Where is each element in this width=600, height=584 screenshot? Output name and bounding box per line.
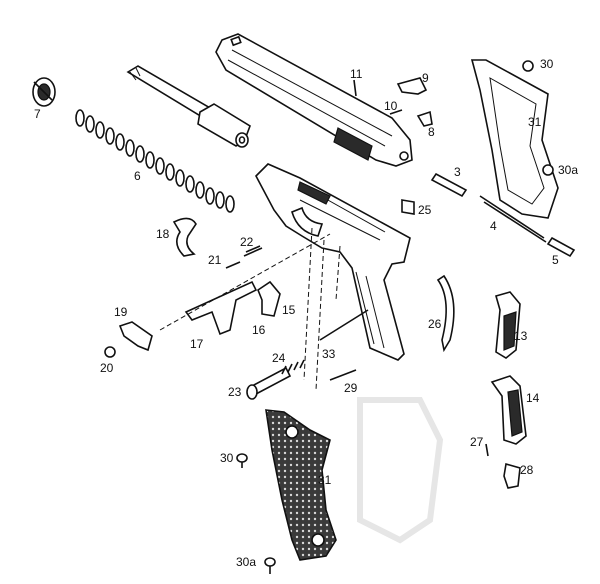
part-label-18: 18 <box>156 227 170 241</box>
faint-frame-silhouette <box>357 397 444 544</box>
part-label-29: 29 <box>344 381 358 395</box>
assembly-guide-lines <box>159 227 341 391</box>
part-label-13: 13 <box>514 329 528 343</box>
slide-part <box>215 33 413 167</box>
part-label-27: 27 <box>470 435 484 449</box>
lower-spring-parts <box>246 309 369 400</box>
part-label-14: 14 <box>526 391 540 405</box>
part-label-22: 22 <box>240 235 254 249</box>
part-label-11: 11 <box>350 67 363 81</box>
trigger-part <box>495 291 521 359</box>
part-label-30-bottom: 30 <box>220 451 234 465</box>
part-label-6: 6 <box>134 169 141 183</box>
small-pins-upper <box>353 77 433 127</box>
barrel-bushing-part <box>32 77 56 107</box>
part-label-31-bottom: 31 <box>318 473 332 487</box>
part-label-16: 16 <box>252 323 266 337</box>
part-label-19: 19 <box>114 305 128 319</box>
part-18 <box>172 217 197 257</box>
small-pins-middle <box>225 245 263 269</box>
guide-rod-parts <box>430 172 576 258</box>
part-label-30a-bottom: 30a <box>236 555 257 569</box>
part-label-30a-top: 30a <box>558 163 579 177</box>
magazine-catch-part <box>490 375 527 445</box>
part-label-4: 4 <box>490 219 497 233</box>
part-label-3: 3 <box>454 165 461 179</box>
part-label-17: 17 <box>190 337 204 351</box>
barrel-part <box>126 65 251 148</box>
part-label-20: 20 <box>100 361 114 375</box>
small-parts-lower-right <box>485 443 521 489</box>
part-label-31-top: 31 <box>528 115 542 129</box>
part-label-15: 15 <box>282 303 296 317</box>
part-25 <box>401 199 415 215</box>
part-26 <box>436 274 455 353</box>
part-label-23: 23 <box>228 385 242 399</box>
recoil-spring-part <box>75 109 235 213</box>
trigger-bar-part <box>184 280 258 336</box>
part-label-28: 28 <box>520 463 534 477</box>
part-label-8: 8 <box>428 125 435 139</box>
part-label-5: 5 <box>552 253 559 267</box>
grip-screws <box>236 453 276 574</box>
left-grip-panel <box>265 409 337 561</box>
frame-part <box>255 163 411 361</box>
sear-parts <box>104 321 153 358</box>
part-label-10: 10 <box>384 99 398 113</box>
part-label-25: 25 <box>418 203 432 217</box>
part-label-7: 7 <box>34 107 41 121</box>
part-label-21: 21 <box>208 253 222 267</box>
part-label-9: 9 <box>422 71 429 85</box>
hammer-part <box>257 280 281 317</box>
right-grip-panel <box>470 59 559 219</box>
part-label-24: 24 <box>272 351 286 365</box>
part-label-33: 33 <box>322 347 336 361</box>
part-label-30-top: 30 <box>540 57 554 71</box>
part-label-26: 26 <box>428 317 442 331</box>
